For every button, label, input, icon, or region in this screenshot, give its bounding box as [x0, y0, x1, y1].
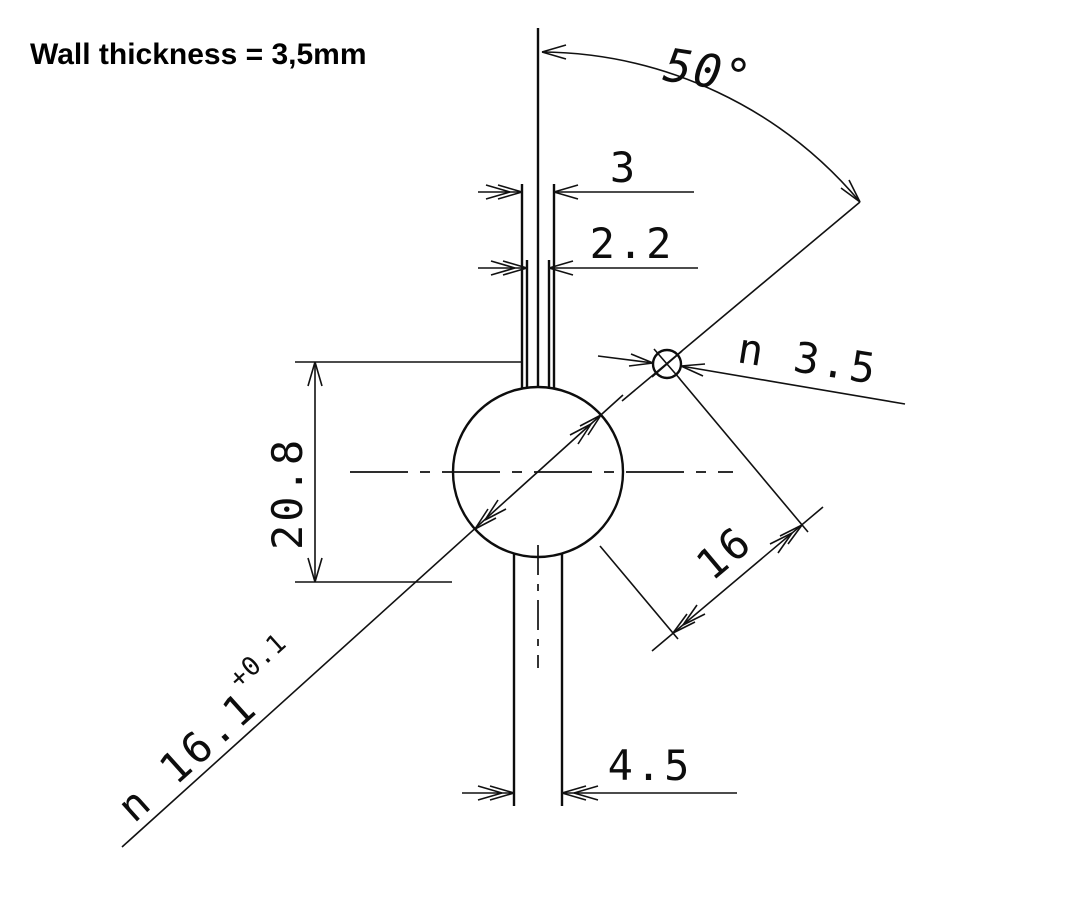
arrow-left-icon [490, 260, 528, 276]
arrow-left-icon [485, 184, 523, 200]
angle-ray [621, 201, 861, 402]
dim-16-label: 16 [687, 516, 762, 590]
lower-slot-walls [512, 554, 564, 806]
arrow-arc-top-icon [541, 44, 567, 60]
arrow-left-icon [628, 353, 654, 367]
dim-small-hole: n 3.5 [597, 323, 906, 405]
diameter-line [121, 394, 624, 848]
arrow-right-icon [680, 363, 706, 377]
dim-16-1-label: n 16.1 [108, 681, 267, 831]
dim-slot-inner-width: 2.2 [478, 219, 698, 276]
arrow-right-icon [548, 260, 574, 276]
small-hole-circle [651, 348, 683, 380]
leader-line [680, 365, 906, 405]
dim-slot-bottom-width: 4.5 [462, 741, 737, 801]
inner-slot-walls [525, 260, 551, 388]
extension-lines [599, 377, 809, 640]
dim-bore-height: 20.8 [263, 361, 522, 583]
dim-hole-spacing: 16 [599, 377, 824, 652]
upper-slot-walls [520, 184, 556, 389]
dim-3-label: 3 [610, 143, 638, 192]
arrow-up-icon [307, 361, 323, 387]
dimension-line [651, 506, 824, 652]
arrow-left-icon [477, 785, 515, 801]
dim-slot-top-width: 3 [478, 143, 694, 200]
arrow-right-icon [553, 184, 579, 200]
arrow-arc-end-icon [840, 179, 861, 203]
dim-bore-diameter: n 16.1 +0.1 [108, 394, 624, 848]
dim-4-5-label: 4.5 [608, 741, 693, 790]
dim-2-2-label: 2.2 [590, 219, 675, 268]
arrow-right-icon [561, 785, 599, 801]
dim-16-1-tolerance: +0.1 [223, 628, 293, 695]
arrow-lower-icon [474, 499, 507, 530]
wall-thickness-note: Wall thickness = 3,5mm [30, 38, 367, 71]
dim-50-label: 50° [660, 38, 756, 105]
arrow-upper-icon [769, 524, 803, 554]
arrow-lower-icon [672, 604, 706, 634]
dim-20-8-label: 20.8 [263, 437, 312, 550]
arrow-down-icon [307, 557, 323, 583]
center-lines [350, 471, 733, 668]
angle-arc [541, 51, 861, 203]
dim-3-5-label: n 3.5 [734, 323, 881, 394]
arrow-upper-icon [569, 414, 602, 445]
